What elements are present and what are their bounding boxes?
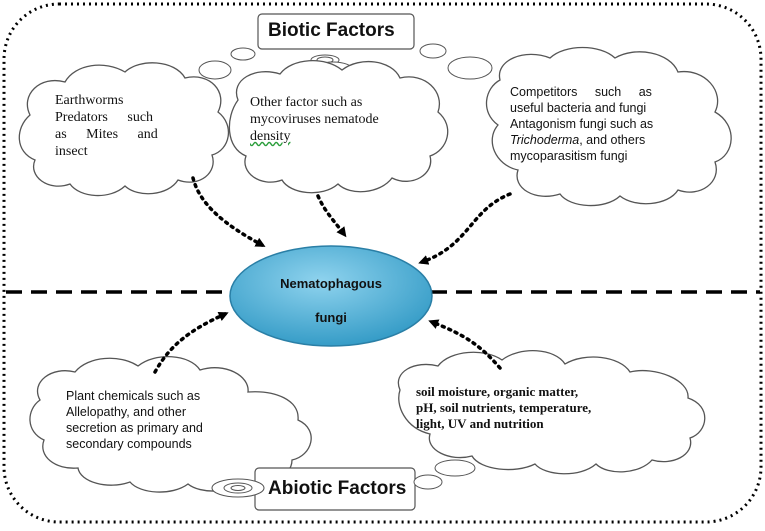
text-line: density bbox=[250, 129, 291, 144]
biotic-title: Biotic Factors bbox=[268, 20, 395, 41]
text-line: Plant chemicals such as bbox=[66, 389, 201, 403]
trichoderma-italic: Trichoderma bbox=[510, 133, 580, 147]
other-factor-text: Other factor such as mycoviruses nematod… bbox=[250, 94, 430, 145]
cloud-other-factor bbox=[228, 59, 449, 194]
bubble bbox=[230, 47, 256, 61]
arrow-competitors bbox=[418, 192, 512, 265]
text-line: pH, soil nutrients, temperature, bbox=[416, 400, 592, 415]
competitors-text: Competitors such as useful bacteria and … bbox=[510, 84, 710, 164]
bubble bbox=[419, 43, 447, 59]
text-line: Antagonism fungi such as bbox=[510, 117, 654, 131]
cloud-earthworms bbox=[18, 62, 230, 197]
text-line: Predators such bbox=[55, 110, 154, 125]
nematophagous-fungi-ellipse bbox=[229, 245, 433, 347]
text-line: soil moisture, organic matter, bbox=[416, 384, 579, 399]
text-line: secondary compounds bbox=[66, 437, 192, 451]
text-line: as Mites and bbox=[55, 127, 158, 142]
center-label-line1: Nematophagous bbox=[280, 276, 382, 291]
bubble bbox=[434, 459, 476, 477]
arrow-earthworms bbox=[191, 176, 266, 247]
text-line: Other factor such as bbox=[250, 95, 363, 110]
abiotic-title: Abiotic Factors bbox=[268, 478, 407, 499]
bubble bbox=[447, 56, 493, 80]
cloud-plant-chemicals bbox=[29, 355, 312, 493]
text-line: mycoviruses nematode bbox=[250, 112, 379, 127]
text-line: insect bbox=[55, 144, 88, 159]
bubble bbox=[198, 60, 232, 80]
biotic-title-box bbox=[257, 13, 415, 50]
center-label-line2: fungi bbox=[315, 310, 347, 325]
arrow-other-factor bbox=[316, 194, 347, 238]
arrow-soil-moisture bbox=[428, 319, 502, 370]
text-line: Earthworms bbox=[55, 93, 124, 108]
outer-border bbox=[2, 2, 763, 524]
cloud-competitors bbox=[485, 46, 732, 207]
text-line: secretion as primary and bbox=[66, 421, 203, 435]
soil-moisture-text: soil moisture, organic matter, pH, soil … bbox=[416, 384, 686, 432]
bubble bbox=[413, 474, 443, 490]
text-line: useful bacteria and fungi bbox=[510, 101, 647, 115]
text-line: mycoparasitism fungi bbox=[510, 149, 628, 163]
text-line: Competitors such as bbox=[510, 85, 652, 99]
text-line: Trichoderma, and others bbox=[510, 132, 710, 148]
text-line: light, UV and nutrition bbox=[416, 416, 544, 431]
text-line: Allelopathy, and other bbox=[66, 405, 186, 419]
plant-chemicals-text: Plant chemicals such as Allelopathy, and… bbox=[66, 388, 286, 452]
text-rest: , and others bbox=[579, 133, 646, 147]
cloud-soil-moisture bbox=[397, 349, 706, 475]
earthworms-text: Earthworms Predators such as Mites and i… bbox=[55, 92, 205, 160]
bubble bbox=[230, 485, 246, 491]
arrow-plant-chemicals bbox=[153, 311, 229, 374]
